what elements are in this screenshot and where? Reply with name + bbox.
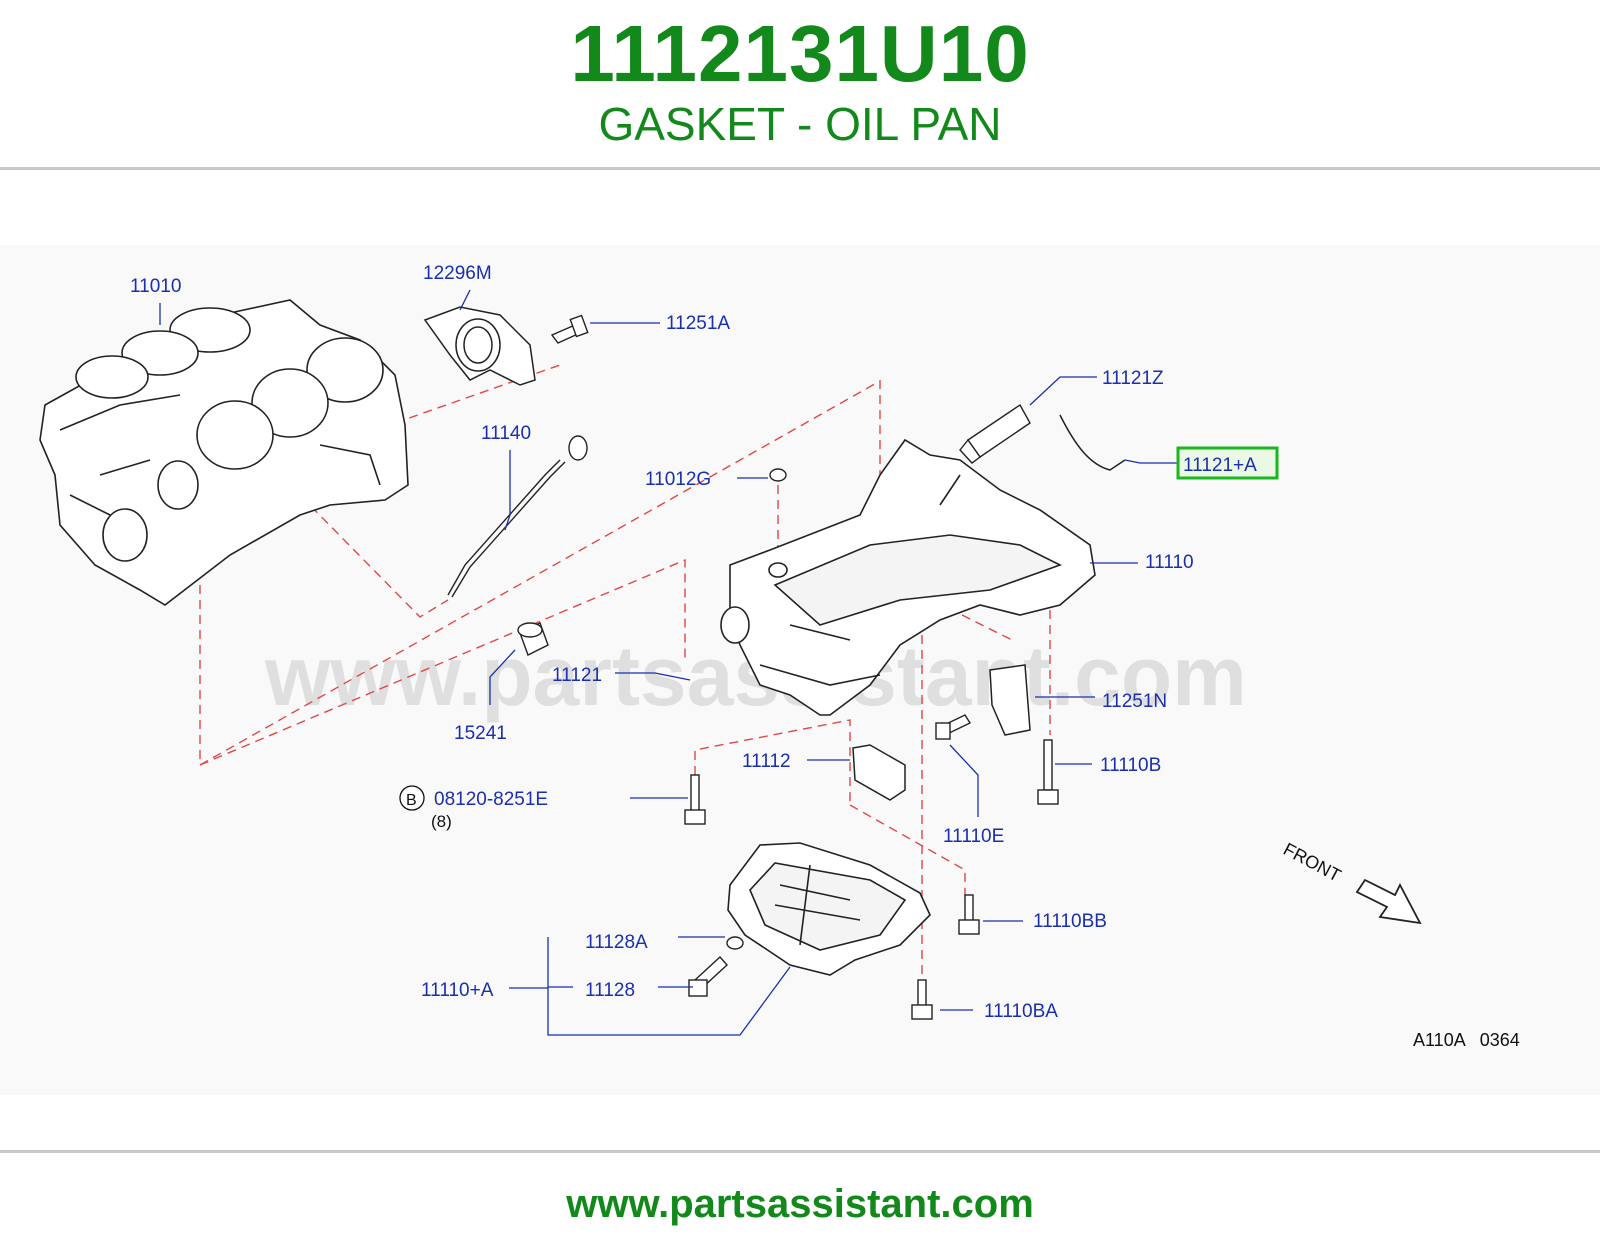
label-11140[interactable]: 11140: [481, 423, 531, 444]
parts-diagram: www.partsassistant.com: [0, 245, 1600, 1095]
diagram-code: A110A 0364: [1413, 1030, 1520, 1050]
bolt-illustrations: [684, 714, 1059, 1020]
seal-retainer-illustration: [423, 306, 536, 386]
bolt-11251A-illustration: [550, 314, 589, 344]
part-name-subtitle: GASKET - OIL PAN: [598, 98, 1002, 150]
label-08120-8251E[interactable]: 08120-8251E: [434, 789, 548, 810]
drain-plug-illustration: [769, 468, 787, 482]
label-15241[interactable]: 15241: [454, 723, 507, 744]
label-11010[interactable]: 11010: [130, 276, 181, 297]
label-11110A[interactable]: 11110+A: [421, 980, 494, 1001]
label-11110E[interactable]: 11110E: [943, 826, 1004, 847]
label-11110[interactable]: 11110: [1145, 552, 1194, 573]
leader-lines: [159, 289, 1180, 1036]
sealant-tube-illustration: [959, 403, 1031, 464]
part-number-title: 1112131U10: [570, 9, 1030, 98]
diagram-canvas: www.partsassistant.com: [39, 263, 1520, 1050]
label-11110B[interactable]: 11110B: [1100, 755, 1161, 776]
assembly-guide-lines: [199, 364, 1051, 1005]
callout-b-letter: B: [406, 792, 417, 809]
label-11110BB[interactable]: 11110BB: [1033, 911, 1107, 932]
label-11128A[interactable]: 11128A: [585, 932, 648, 953]
footer-site-url[interactable]: www.partsassistant.com: [566, 1182, 1034, 1226]
label-11251N[interactable]: 11251N: [1102, 691, 1167, 712]
dipstick-illustration: [447, 435, 588, 598]
label-11251A[interactable]: 11251A: [666, 313, 730, 334]
label-11128[interactable]: 11128: [585, 980, 635, 1001]
quantity-note: (8): [431, 812, 452, 831]
upper-oil-pan-illustration: [720, 438, 1096, 716]
rear-cover-illustration: [989, 664, 1031, 736]
label-12296M[interactable]: 12296M: [423, 263, 492, 284]
engine-block-illustration: [39, 299, 409, 606]
footer-divider: [0, 1150, 1600, 1153]
label-11112[interactable]: 11112: [742, 751, 791, 772]
front-label: FRONT: [1280, 839, 1344, 886]
label-11121[interactable]: 11121: [552, 665, 602, 686]
lower-oil-pan-illustration: [727, 842, 931, 976]
label-11012G[interactable]: 11012G: [645, 469, 711, 490]
highlight-box: [1176, 446, 1279, 480]
label-11110BA[interactable]: 11110BA: [984, 1001, 1058, 1022]
callout-b-circle: [399, 785, 425, 811]
gasket-11121A-illustration: [1059, 414, 1126, 471]
oil-strainer-illustration: [517, 622, 549, 656]
header-divider: [0, 167, 1600, 170]
label-11121A-highlighted[interactable]: 11121+A: [1183, 455, 1257, 476]
front-arrow-icon: [1355, 878, 1422, 925]
bracket-illustration: [852, 744, 906, 801]
label-11121Z[interactable]: 11121Z: [1102, 368, 1164, 389]
